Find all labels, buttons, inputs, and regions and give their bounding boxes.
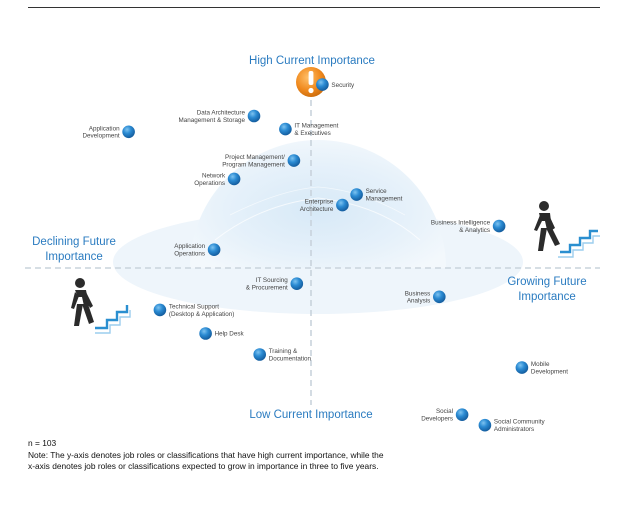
data-point: Help Desk <box>199 327 244 340</box>
top-rule <box>28 7 600 8</box>
footnote-line-1: Note: The y-axis denotes job roles or cl… <box>28 449 384 460</box>
axis-title-bottom: Low Current Importance <box>249 409 372 421</box>
data-point-label: Training &Documentation <box>269 348 312 362</box>
data-point-marker <box>207 243 221 256</box>
data-point: Technical Support(Desktop & Application) <box>153 303 234 318</box>
data-point-marker <box>287 154 301 167</box>
data-point-marker <box>153 303 167 317</box>
footnote-line-2: x-axis denotes job roles or classificati… <box>28 461 379 472</box>
data-point-marker <box>247 109 261 123</box>
data-point-marker <box>122 125 135 139</box>
data-point: Security <box>316 78 355 91</box>
axis-title-left-line2: Importance <box>45 251 103 263</box>
data-point-marker <box>290 277 304 291</box>
data-point: IT Sourcing& Procurement <box>246 277 304 292</box>
data-point-label: Technical Support(Desktop & Application) <box>169 303 234 317</box>
data-point-label: Security <box>331 82 355 89</box>
data-point-label: IT Sourcing& Procurement <box>246 277 288 291</box>
data-point-marker <box>433 290 446 304</box>
axis-title-left-line1: Declining Future <box>32 236 116 248</box>
axis-title-top: High Current Importance <box>249 55 375 67</box>
globe-backdrop <box>113 140 523 314</box>
data-point-marker <box>253 348 266 361</box>
data-point-label: IT Management& Executives <box>294 123 338 137</box>
person-descending-stairs-icon <box>71 278 131 334</box>
data-point-marker <box>199 327 212 340</box>
data-point: Project Management/Program Management <box>222 154 301 169</box>
footnote: n = 103 Note: The y-axis denotes job rol… <box>28 438 608 473</box>
data-point-marker <box>478 418 492 432</box>
data-point-marker <box>316 78 329 91</box>
data-point-marker <box>515 361 529 374</box>
data-point-label: Help Desk <box>215 331 245 338</box>
axis-title-right-line1: Growing Future <box>507 276 586 288</box>
data-point-marker <box>350 188 363 201</box>
sample-size: n = 103 <box>28 438 57 448</box>
data-point: Business Intelligence& Analytics <box>431 219 506 234</box>
data-point-marker <box>455 408 469 422</box>
data-point-marker <box>227 172 241 186</box>
data-point-marker <box>336 198 349 212</box>
data-point: IT Management& Executives <box>279 123 339 137</box>
axis-title-right-line2: Importance <box>518 291 576 303</box>
quadrant-chart: High Current Importance Low Current Impo… <box>25 55 600 433</box>
data-point-marker <box>492 219 506 233</box>
data-point-label: Project Management/Program Management <box>222 154 285 168</box>
data-point-marker <box>279 122 292 136</box>
data-point: Training &Documentation <box>253 348 312 362</box>
person-climbing-stairs-icon <box>534 201 600 258</box>
data-point-label: Business Intelligence& Analytics <box>431 220 491 234</box>
